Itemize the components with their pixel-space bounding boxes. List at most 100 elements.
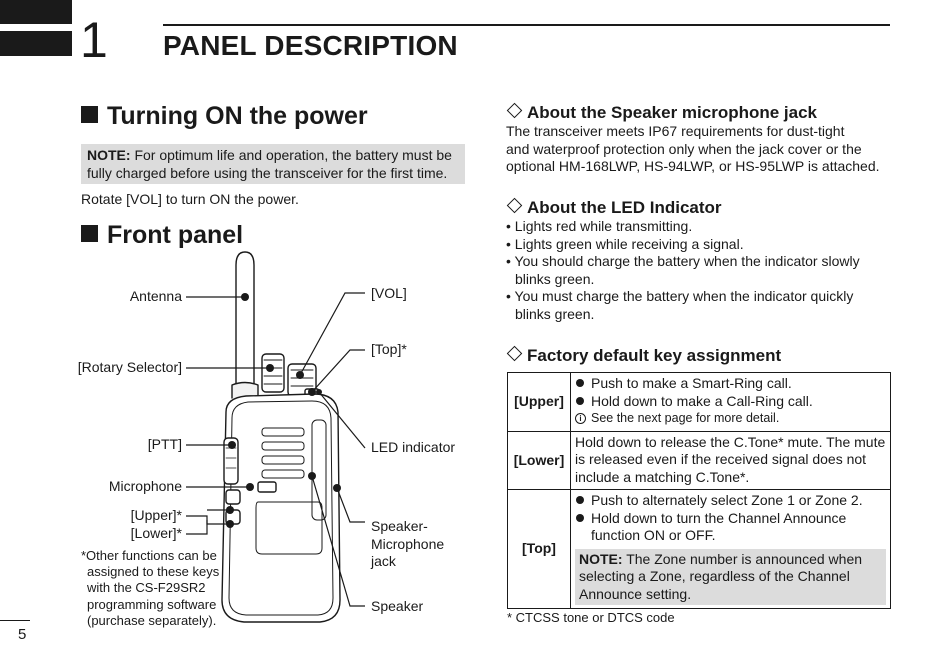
speaker-mic-marker xyxy=(333,484,341,492)
list-item: • Lights green while receiving a signal. xyxy=(506,235,744,252)
rotary-marker xyxy=(266,364,274,372)
chapter-tab-bottom xyxy=(0,31,72,56)
desc-cell-top: Push to alternately select Zone 1 or Zon… xyxy=(570,489,891,609)
power-heading: Turning ON the power xyxy=(81,101,368,131)
label-speaker: Speaker xyxy=(371,598,424,614)
front-footnote: *Other functions can be assigned to thes… xyxy=(81,548,219,629)
led-heading: About the LED Indicator xyxy=(506,197,722,218)
footnote-line: programming software xyxy=(87,596,217,612)
list-item-text: Hold down to turn the Channel Announce f… xyxy=(591,509,847,544)
label-speaker-mic-line3: jack xyxy=(371,553,396,569)
label-speaker-mic: Speaker- Microphone jack xyxy=(371,518,444,571)
label-antenna: Antenna xyxy=(129,288,182,304)
desc-cell-upper: Push to make a Smart-Ring call. Hold dow… xyxy=(570,372,891,432)
list-item: Push to make a Smart-Ring call. xyxy=(575,375,886,393)
label-ptt: [PTT] xyxy=(147,436,182,452)
note-text: For optimum life and operation, the batt… xyxy=(87,147,452,181)
vol-marker xyxy=(296,371,304,379)
text-line: and waterproof protection only when the … xyxy=(506,140,862,157)
speaker-jack-heading: About the Speaker microphone jack xyxy=(506,102,818,123)
antenna-marker xyxy=(241,293,249,301)
text-line: optional HM-168LWP, HS-94LWP, or HS-95LW… xyxy=(506,158,880,174)
footnote-line: assigned to these keys xyxy=(87,564,220,580)
antenna-base xyxy=(231,381,259,399)
factory-heading: Factory default key assignment xyxy=(506,345,782,366)
list-item-text: You should charge the battery when the i… xyxy=(514,253,860,287)
note-label: NOTE: xyxy=(579,550,623,567)
square-bullet-icon xyxy=(81,225,98,242)
desc-cell-lower: Hold down to release the C.Tone* mute. T… xyxy=(570,430,891,490)
page-number: 5 xyxy=(18,626,27,643)
chapter-rule xyxy=(163,24,890,26)
list-item-text: Lights green while receiving a signal. xyxy=(514,235,744,252)
text-line: The transceiver meets IP67 requirements … xyxy=(506,123,845,139)
rotary-knob xyxy=(261,353,285,393)
reference-text: See the next page for more detail. xyxy=(591,411,780,425)
front-panel-heading: Front panel xyxy=(81,220,243,250)
table-row: [Top] Push to alternately select Zone 1 … xyxy=(507,489,891,609)
list-item: • Lights red while transmitting. xyxy=(506,218,693,234)
speaker-mic-leader xyxy=(336,487,365,523)
led-marker xyxy=(316,389,322,395)
lower-marker xyxy=(226,520,234,528)
ptt-marker xyxy=(228,441,236,449)
list-item: Hold down to make a Call-Ring call. xyxy=(575,393,886,411)
diamond-bullet-icon xyxy=(506,345,523,362)
power-note: NOTE: For optimum life and operation, th… xyxy=(81,144,465,184)
power-instruction: Rotate [VOL] to turn ON the power. xyxy=(81,191,299,207)
label-vol: [VOL] xyxy=(371,285,407,301)
factory-heading-text: Factory default key assignment xyxy=(527,346,782,365)
led-list: • Lights red while transmitting. • Light… xyxy=(506,218,886,323)
top-marker xyxy=(308,388,316,396)
note-text: The Zone number is announced when select… xyxy=(579,550,863,602)
label-led: LED indicator xyxy=(371,439,456,455)
chapter-title: PANEL DESCRIPTION xyxy=(163,30,458,61)
speaker-jack-text: The transceiver meets IP67 requirements … xyxy=(506,123,906,176)
list-item-text: Push to alternately select Zone 1 or Zon… xyxy=(591,492,863,508)
list-item: Hold down to turn the Channel Announce f… xyxy=(575,510,886,545)
key-cell-upper: [Upper] xyxy=(507,372,571,432)
upper-marker xyxy=(226,506,234,514)
microphone-marker xyxy=(246,483,254,491)
key-cell-lower: [Lower] xyxy=(507,430,571,490)
bullet-dot-icon xyxy=(576,396,584,405)
label-upper: [Upper]* xyxy=(130,507,182,523)
bullet-dot-icon xyxy=(576,379,584,387)
top-note: NOTE: The Zone number is announced when … xyxy=(575,548,886,605)
footnote-line: *Other functions can be xyxy=(81,548,217,563)
upper-key xyxy=(225,489,241,505)
key-cell-top: [Top] xyxy=(507,489,571,609)
list-item-text: Push to make a Smart-Ring call. xyxy=(591,375,792,391)
jack-cover xyxy=(311,419,327,521)
ptt-key xyxy=(223,437,239,485)
antenna-shape xyxy=(235,251,255,393)
list-item: • You must charge the battery when the i… xyxy=(506,288,854,322)
radio-body xyxy=(221,393,341,623)
speaker-leader xyxy=(311,475,365,607)
speaker-jack-heading-text: About the Speaker microphone jack xyxy=(527,103,818,122)
info-icon: i xyxy=(575,413,586,424)
footnote-line: with the CS-F29SR2 xyxy=(87,580,206,596)
reference-note: i See the next page for more detail. xyxy=(575,410,886,428)
table-row: [Upper] Push to make a Smart-Ring call. … xyxy=(507,372,891,432)
vol-leader xyxy=(299,292,365,376)
led-leader xyxy=(318,391,366,449)
note-label: NOTE: xyxy=(87,147,131,163)
diamond-bullet-icon xyxy=(506,102,523,119)
table-row: [Lower] Hold down to release the C.Tone*… xyxy=(507,430,891,490)
label-speaker-mic-line1: Speaker- xyxy=(371,518,428,534)
microphone-hole xyxy=(257,481,277,493)
led-heading-text: About the LED Indicator xyxy=(527,198,722,217)
speaker-grille xyxy=(261,427,305,479)
page-number-rule xyxy=(0,620,30,621)
list-item-text: Hold down to make a Call-Ring call. xyxy=(591,392,813,409)
label-lower: [Lower]* xyxy=(130,525,182,541)
square-bullet-icon xyxy=(81,106,98,123)
factory-footnote: * CTCSS tone or DTCS code xyxy=(507,610,675,625)
radio-illustration xyxy=(186,251,366,623)
label-microphone: Microphone xyxy=(108,478,182,494)
front-panel-heading-text: Front panel xyxy=(107,221,244,249)
speaker-marker xyxy=(308,472,316,480)
list-item-text: Lights red while transmitting. xyxy=(514,218,693,234)
list-item-text: You must charge the battery when the ind… xyxy=(514,288,854,322)
